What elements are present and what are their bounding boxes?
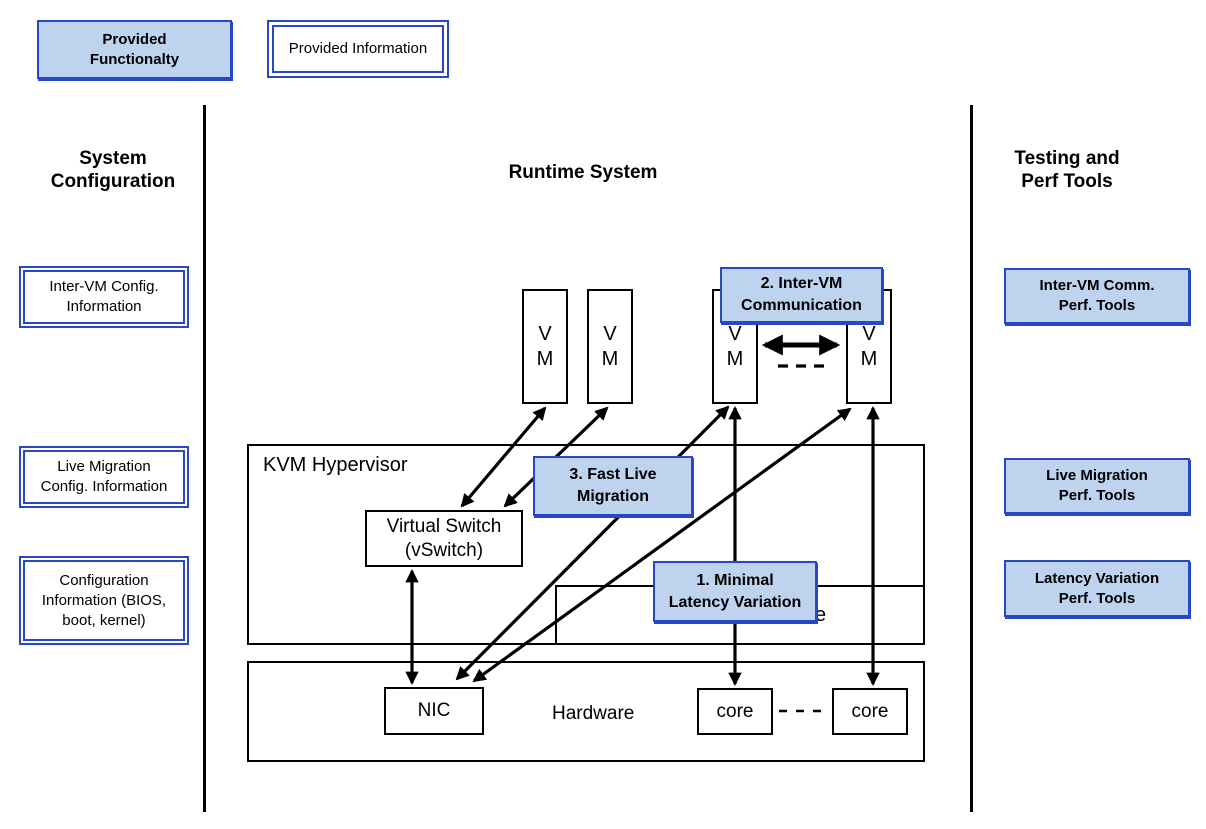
- kvm-hypervisor-label: KVM Hypervisor: [263, 454, 408, 476]
- nic-box: NIC: [384, 687, 484, 735]
- center-column-title: Runtime System: [508, 161, 658, 183]
- left-column-title: System Configuration: [50, 148, 176, 192]
- vm-box-1: V M: [522, 289, 568, 404]
- core-box-1: core: [697, 688, 773, 735]
- legend-provided-information-box: Provided Information: [267, 20, 449, 78]
- overlay-fast-live-migration: 3. Fast Live Migration: [533, 456, 693, 516]
- configuration-information-bios-box: Configuration Information (BIOS, boot, k…: [19, 556, 189, 645]
- hardware-box: Hardware: [247, 661, 925, 762]
- overlay-minimal-latency-variation: 1. Minimal Latency Variation: [653, 561, 817, 622]
- inter-vm-config-information-box: Inter-VM Config. Information: [19, 266, 189, 328]
- right-column-title: Testing and Perf Tools: [1014, 148, 1120, 192]
- latency-variation-perf-tools-box: Latency Variation Perf. Tools: [1004, 560, 1190, 617]
- hardware-label: Hardware: [552, 703, 635, 724]
- virtual-switch-box: Virtual Switch (vSwitch): [365, 510, 523, 567]
- right-column-separator: [970, 105, 973, 812]
- legend-provided-functionality-box: Provided Functionalty: [37, 20, 232, 79]
- vm-box-2: V M: [587, 289, 633, 404]
- live-migration-perf-tools-box: Live Migration Perf. Tools: [1004, 458, 1190, 514]
- inter-vm-comm-perf-tools-box: Inter-VM Comm. Perf. Tools: [1004, 268, 1190, 324]
- core-box-2: core: [832, 688, 908, 735]
- left-column-separator: [203, 105, 206, 812]
- overlay-inter-vm-communication: 2. Inter-VM Communication: [720, 267, 883, 323]
- live-migration-config-information-box: Live Migration Config. Information: [19, 446, 189, 508]
